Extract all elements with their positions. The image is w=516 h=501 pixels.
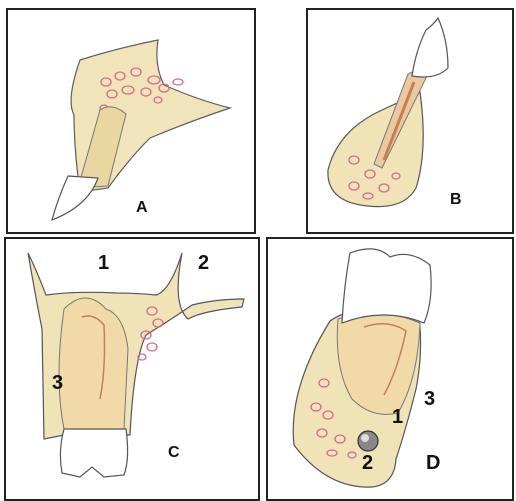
panel-c: 1 2 3 C (4, 237, 260, 501)
panel-a-drawing (8, 10, 254, 232)
tooth-crown (52, 176, 98, 220)
tooth-germ-highlight (361, 434, 369, 442)
marker-1: 1 (98, 253, 109, 273)
marker-1: 1 (392, 407, 403, 427)
panel-b-label: B (450, 192, 462, 208)
panel-c-label: C (168, 445, 180, 461)
tooth-germ (358, 431, 378, 451)
panel-d: 1 2 3 D (266, 237, 514, 501)
panel-d-drawing (268, 239, 512, 499)
panel-c-drawing (6, 239, 258, 499)
marker-3: 3 (52, 373, 63, 393)
marker-2: 2 (198, 253, 209, 273)
panel-a: A (6, 8, 256, 234)
marker-3: 3 (424, 389, 435, 409)
panel-d-label: D (426, 453, 440, 473)
tooth-crown (412, 18, 448, 77)
panel-b-drawing (308, 10, 512, 232)
panel-b: B (306, 8, 514, 234)
tooth-crown (60, 429, 127, 477)
panel-a-label: A (136, 200, 148, 216)
marker-2: 2 (362, 453, 373, 473)
tooth-crown (342, 249, 431, 323)
